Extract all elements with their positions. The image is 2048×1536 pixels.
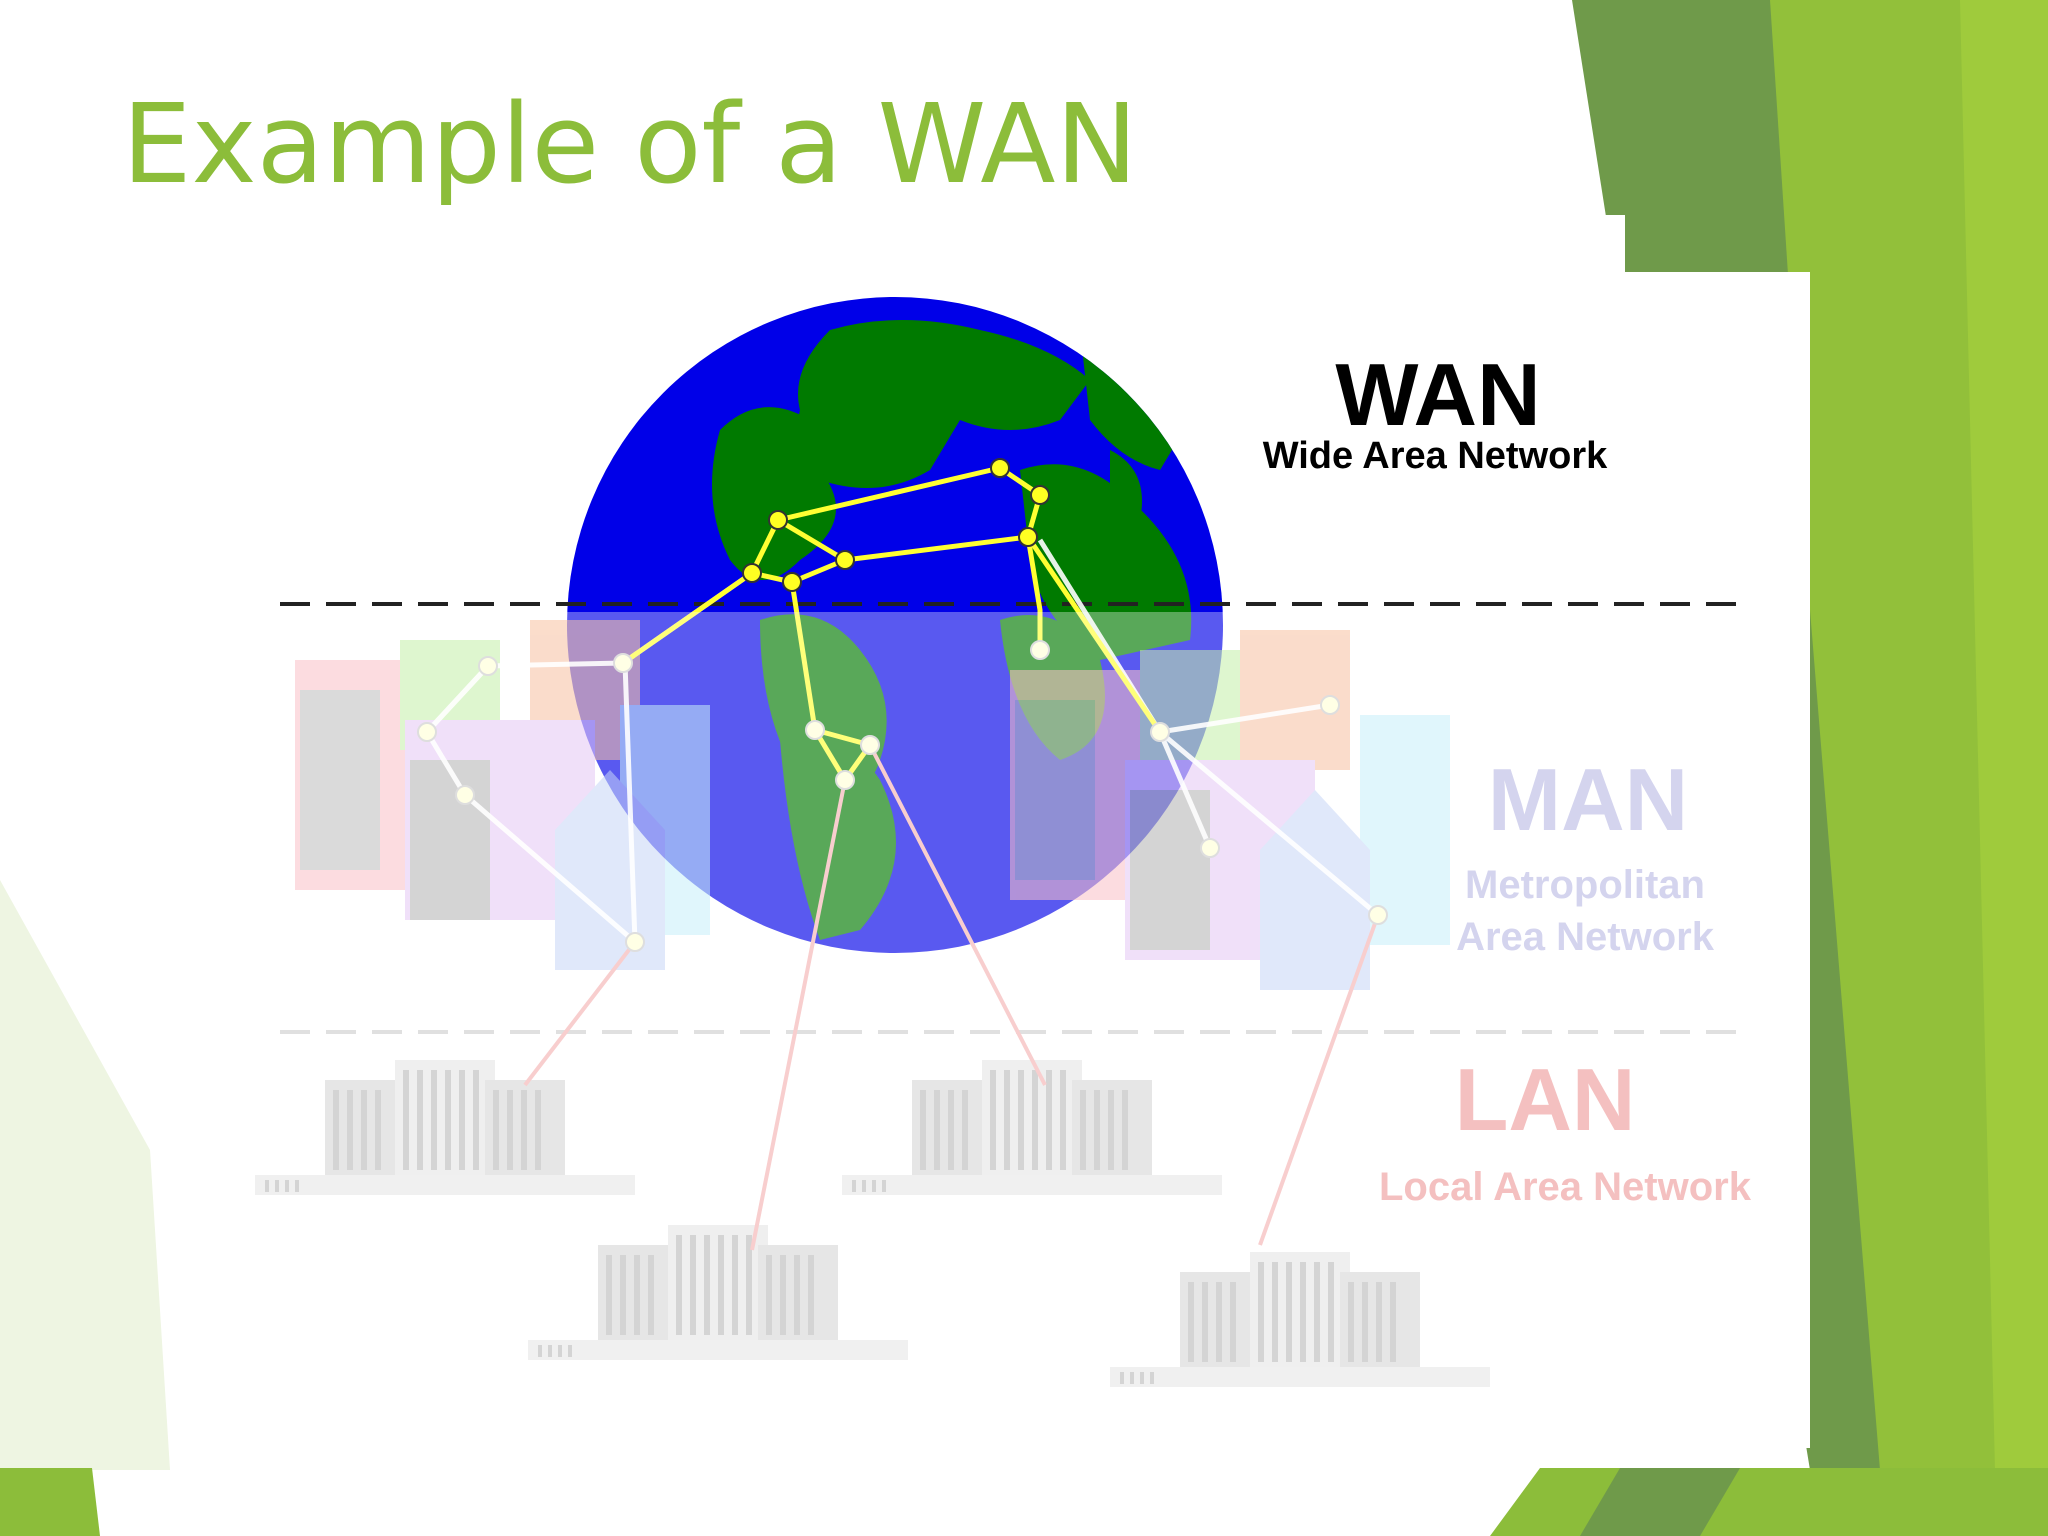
diagram-panel-top: [205, 215, 1625, 275]
wan-nodes: [742, 458, 1050, 592]
wan-full-name: Wide Area Network: [1263, 435, 1608, 477]
man-full-name-line2: Area Network: [1456, 915, 1715, 959]
wan-label: WAN: [1335, 345, 1540, 444]
man-full-name-line1: Metropolitan: [1465, 863, 1705, 907]
lan-links: [523, 744, 1380, 1251]
lan-full-name: Local Area Network: [1379, 1165, 1752, 1209]
theme-stripe-bright: [1960, 0, 2048, 1470]
slide-title: Example of a WAN: [122, 80, 1138, 208]
man-city-cluster-left: [295, 620, 710, 970]
man-nodes: [417, 640, 1388, 952]
theme-left-shade: [0, 880, 170, 1470]
theme-bottom-left-bar: [0, 1468, 100, 1536]
lan-label: LAN: [1455, 1050, 1636, 1149]
fade-overlay: [205, 612, 1810, 1448]
man-label: MAN: [1488, 750, 1688, 849]
man-city-cluster-right: [1010, 630, 1450, 990]
theme-bottom-right-dark: [1580, 1468, 1740, 1536]
